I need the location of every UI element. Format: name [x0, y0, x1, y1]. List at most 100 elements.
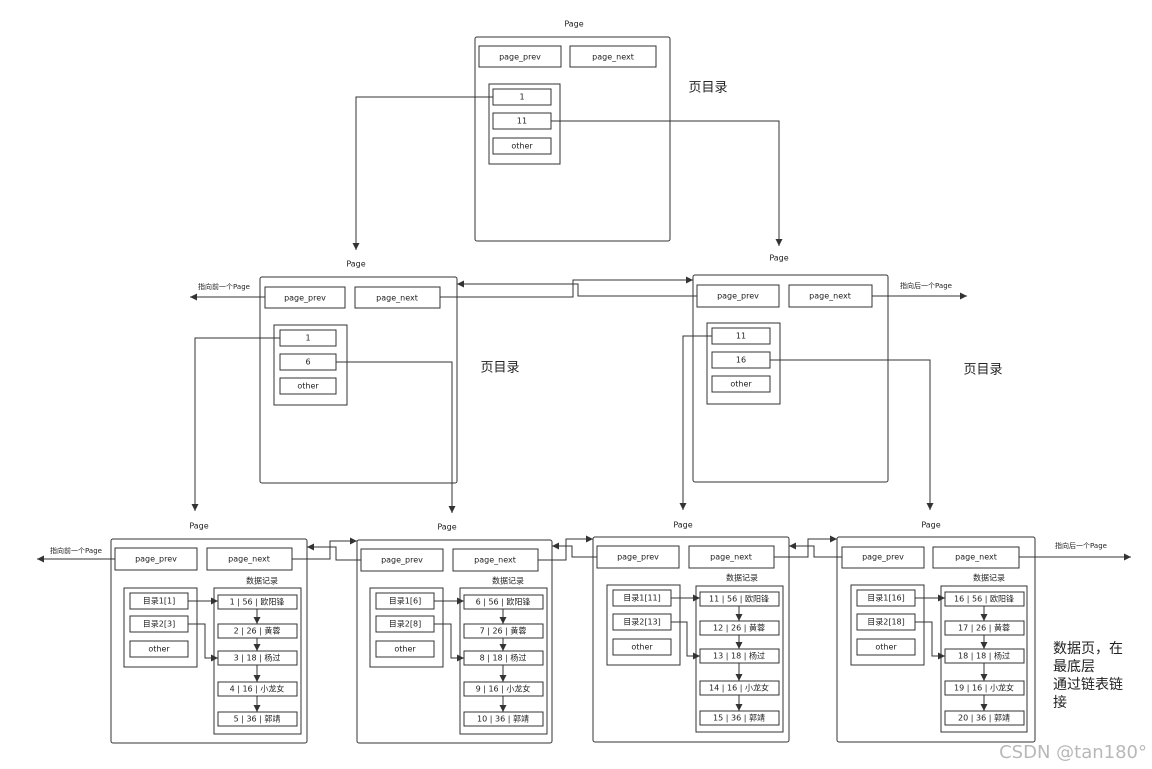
page-prev-label: page_prev: [717, 292, 759, 301]
directory-slot-label: other: [631, 643, 653, 652]
directory-slot-label: other: [297, 382, 319, 391]
directory-slot-label: 目录2[3]: [143, 620, 175, 629]
page-directory-caption: 页目录: [688, 81, 727, 96]
page-label: Page: [564, 20, 583, 29]
leaf-page-2: Page page_prev page_next 数据记录 目录1[6] 目录2…: [356, 523, 553, 744]
record-label: 11 | 56 | 欧阳锋: [709, 594, 769, 604]
leaf-next-link-arrow: [292, 537, 357, 560]
directory-slot-label: 11: [736, 332, 746, 341]
records-caption: 数据记录: [246, 576, 278, 586]
record-label: 8 | 18 | 杨过: [480, 653, 527, 663]
record-label: 16 | 56 | 欧阳锋: [954, 594, 1014, 604]
record-label: 18 | 18 | 杨过: [958, 651, 1010, 661]
record-label: 6 | 56 | 欧阳锋: [476, 597, 531, 607]
directory-slot: [711, 375, 771, 393]
page-prev-label: page_prev: [862, 553, 904, 562]
leaf-prev-link-arrow: [789, 542, 842, 558]
note-line: 数据页，在: [1053, 641, 1123, 657]
leaf-next-pointer-label: 指向后一个Page: [1055, 541, 1107, 550]
directory-slot-label: 目录1[16]: [867, 594, 905, 603]
directory-slot: [492, 137, 552, 155]
page-directory-caption: 页目录: [480, 361, 519, 376]
page-next-label: page_next: [809, 292, 851, 301]
page-prev-field: [478, 45, 562, 68]
to-leaf-4-arrow: [770, 359, 934, 510]
directory-slot-label: 16: [736, 356, 746, 365]
page-next-label: page_next: [376, 294, 418, 303]
directory-to-record-arrow: [915, 621, 945, 660]
record-label: 13 | 18 | 杨过: [713, 651, 765, 661]
page-label: Page: [437, 523, 456, 532]
record-label: 15 | 36 | 郭靖: [713, 713, 765, 723]
page-next-label: page_next: [710, 553, 752, 562]
next-page-pointer-label: 指向后一个Page: [900, 281, 952, 290]
page-directory-caption: 页目录: [963, 363, 1002, 378]
directory-to-record-arrow: [671, 621, 700, 660]
page-prev-label: page_prev: [381, 556, 423, 565]
leaf-page-1: Page page_prev page_next 数据记录 目录1[1] 目录2…: [110, 522, 308, 744]
record-label: 14 | 16 | 小龙女: [709, 683, 769, 693]
records-caption: 数据记录: [973, 573, 1005, 583]
record-label: 9 | 16 | 小龙女: [476, 684, 531, 694]
directory-slot-label: other: [148, 645, 170, 654]
directory-slot-label: 目录1[1]: [143, 597, 175, 606]
directory-slot-label: other: [394, 645, 416, 654]
record-label: 5 | 36 | 郭靖: [234, 714, 281, 724]
page-next-field: [569, 45, 657, 68]
page-label: Page: [189, 522, 208, 531]
root-page: Page page_prev page_next 1 11 other 页目录: [474, 20, 728, 242]
leaf-page-3: Page page_prev page_next 数据记录 目录1[11] 目录…: [592, 521, 790, 743]
to-leaf-2-arrow: [336, 361, 456, 513]
note-line: 最底层: [1053, 659, 1095, 675]
directory-to-record-arrow: [188, 623, 218, 662]
directory-slot: [129, 640, 189, 658]
directory-slot: [612, 638, 672, 656]
record-label: 1 | 56 | 欧阳锋: [230, 597, 285, 607]
connectors: [37, 96, 1131, 563]
record-label: 3 | 18 | 杨过: [234, 653, 281, 663]
page-label: Page: [346, 260, 365, 269]
directory-slot-label: other: [730, 380, 752, 389]
leaf-next-link-arrow: [774, 535, 837, 558]
page-prev-label: page_prev: [284, 294, 326, 303]
directory-slot-label: 目录2[8]: [389, 620, 421, 629]
note-line: 接: [1053, 694, 1067, 711]
record-label: 2 | 26 | 黄蓉: [234, 626, 281, 636]
directory-slot-label: 目录2[13]: [623, 618, 661, 627]
directory-slot-label: 目录2[18]: [867, 618, 905, 627]
directory-slot-label: 目录1[6]: [389, 597, 421, 606]
directory-to-record-arrow: [434, 623, 464, 662]
directory-slot-label: 1: [519, 93, 524, 102]
directory-slot-label: other: [511, 142, 533, 151]
page-prev-label: page_prev: [499, 53, 541, 62]
records-caption: 数据记录: [492, 576, 524, 586]
root-to-right-child-arrow: [551, 120, 783, 246]
directory-slot: [375, 640, 435, 658]
leaf-prev-link-arrow: [307, 543, 361, 561]
note-line: 通过链表链: [1053, 677, 1123, 693]
page-label: Page: [769, 254, 788, 263]
directory-slot-label: 目录1[11]: [623, 594, 661, 603]
level2-page-left: Page page_prev page_next 1 6 other 页目录 指…: [198, 260, 520, 484]
page-next-label: page_next: [474, 556, 516, 565]
page-next-label: page_next: [592, 53, 634, 62]
directory-slot: [279, 377, 337, 395]
to-leaf-1-arrow: [191, 337, 280, 511]
level2-next-link-arrow: [440, 276, 693, 298]
root-to-left-child-arrow: [352, 96, 493, 250]
page-label: Page: [921, 521, 940, 530]
page-next-label: page_next: [955, 553, 997, 562]
record-label: 10 | 36 | 郭靖: [477, 714, 529, 724]
watermark: CSDN @tan180°: [999, 742, 1147, 763]
directory-slot-label: 6: [305, 358, 310, 367]
record-label: 20 | 36 | 郭靖: [958, 713, 1010, 723]
record-label: 7 | 26 | 黄蓉: [480, 626, 527, 636]
record-label: 12 | 26 | 黄蓉: [713, 623, 765, 633]
leaf-note: 数据页，在 最底层 通过链表链 接: [1053, 641, 1123, 711]
record-label: 4 | 16 | 小龙女: [230, 684, 285, 694]
leaf-next-link-arrow: [538, 535, 593, 561]
page-prev-label: page_prev: [135, 555, 177, 564]
prev-page-pointer-label: 指向前一个Page: [198, 282, 250, 291]
record-label: 19 | 16 | 小龙女: [954, 683, 1014, 693]
